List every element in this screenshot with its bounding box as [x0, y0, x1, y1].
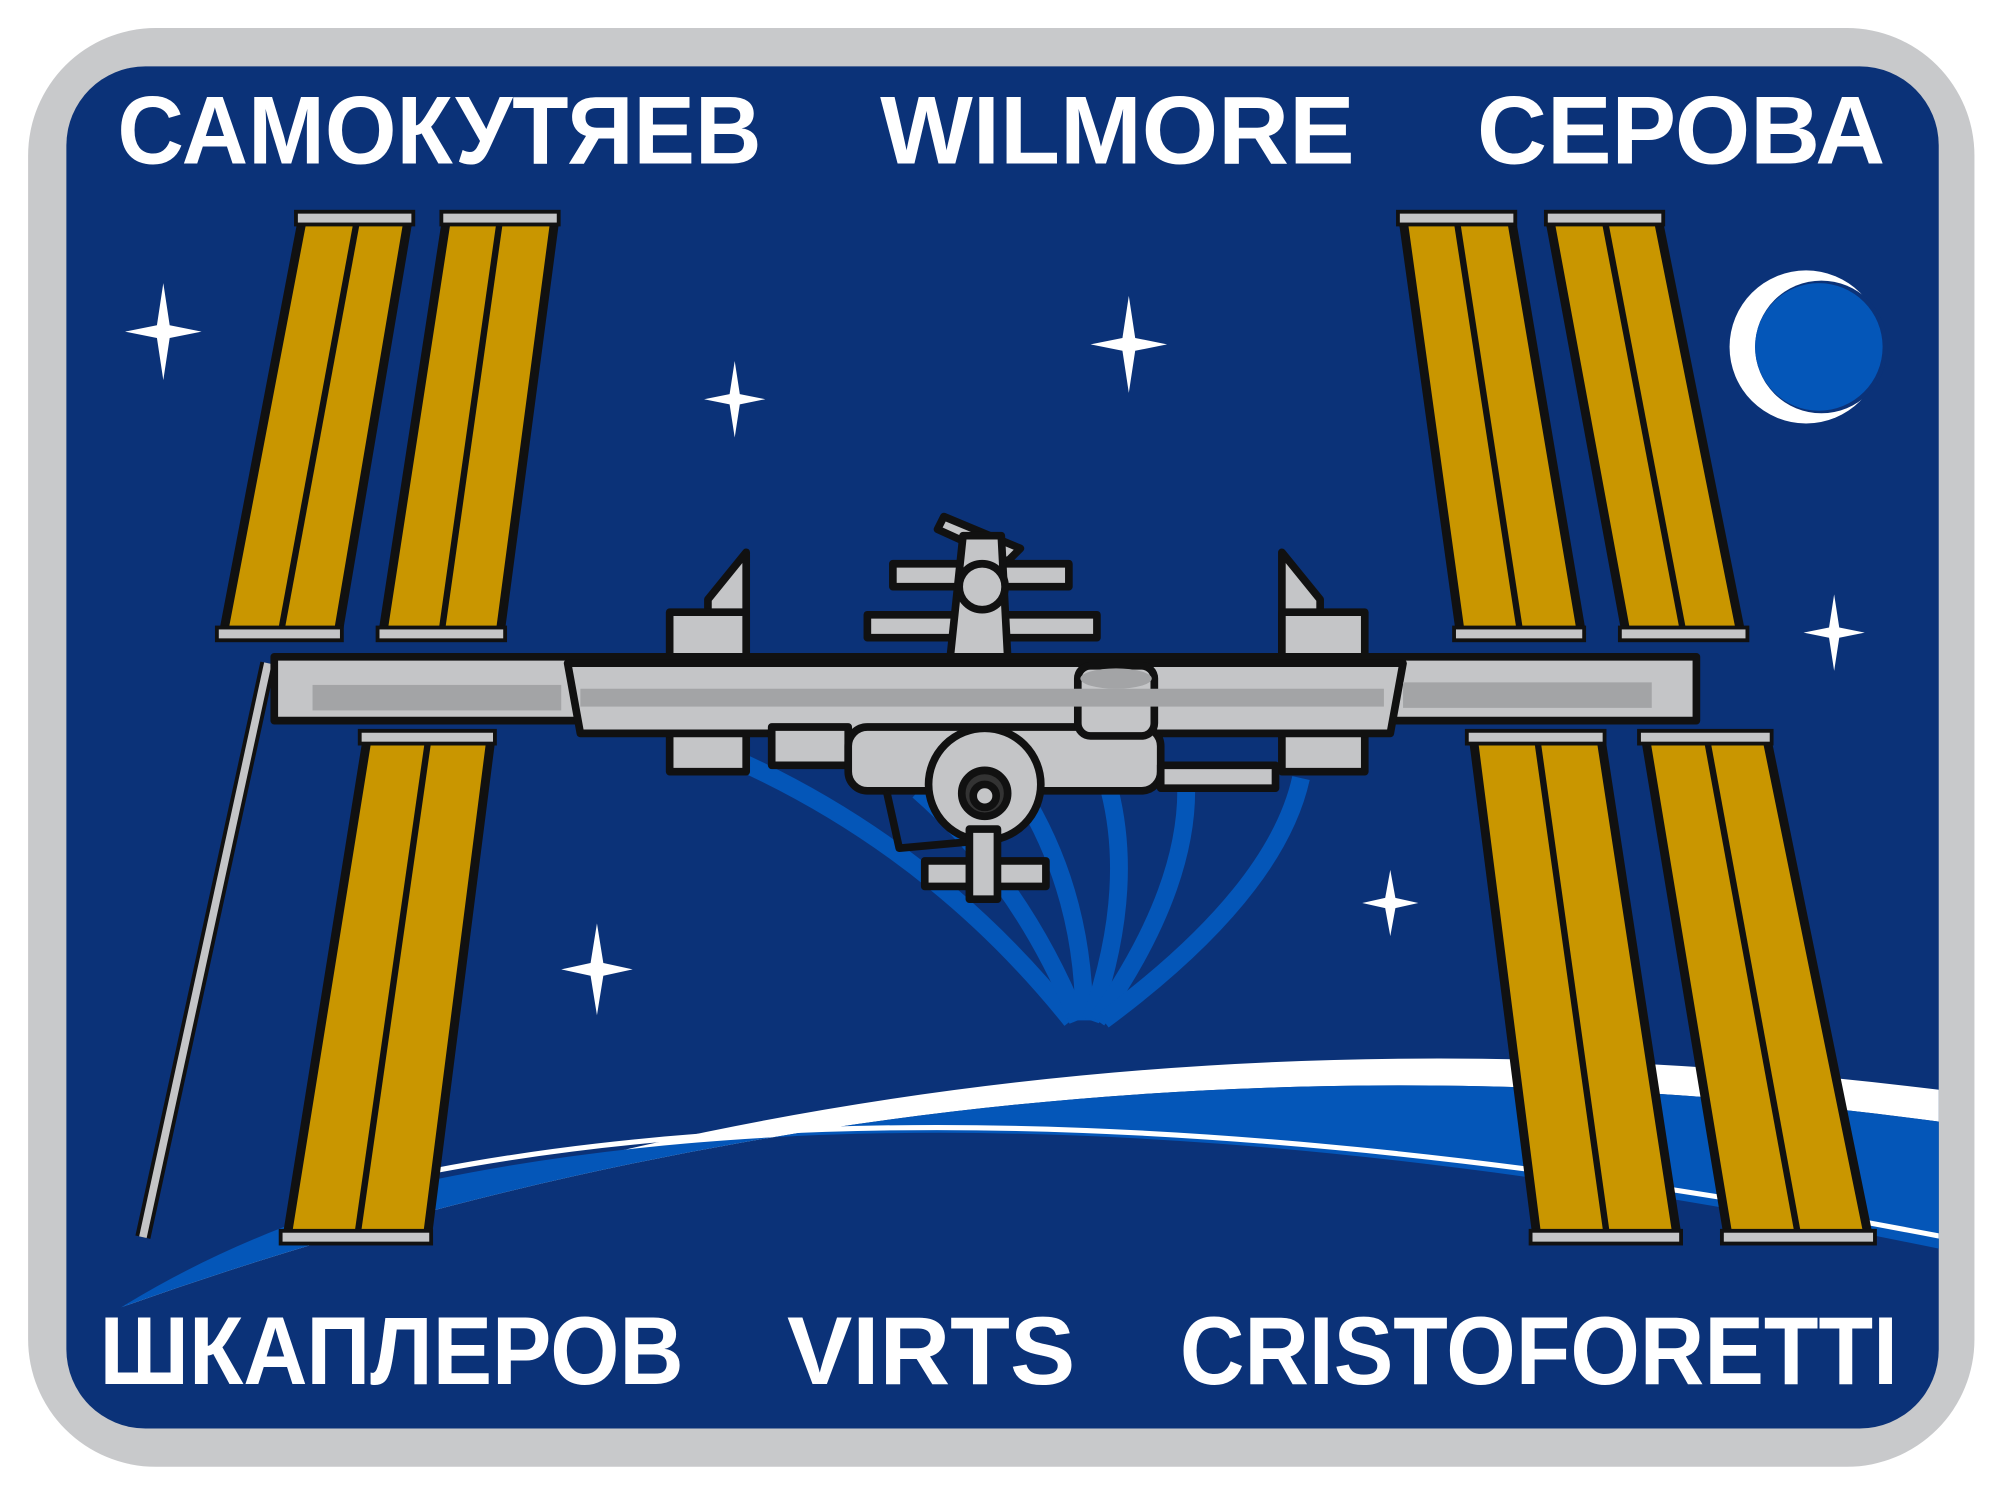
- star-icon: [1090, 295, 1168, 393]
- star-icon: [704, 360, 766, 438]
- star-icon: [125, 283, 202, 381]
- bottom-crew-names: ШКАПЛЕРОВ VIRTS CRISTOFORETTI: [100, 1296, 1898, 1405]
- light-rays: [685, 731, 1310, 1028]
- station-shading: [312, 668, 1652, 711]
- stars: [125, 283, 1865, 1016]
- array-end-bars: [214, 209, 1877, 1246]
- crew-name: CRISTOFORETTI: [1180, 1296, 1898, 1405]
- top-crew-names: САМОКУТЯЕВ WILMORE СЕРОВА: [117, 75, 1885, 184]
- moon-icon: [1729, 270, 1888, 424]
- earth-atmosphere-blue: [121, 1085, 1939, 1308]
- crew-name: ШКАПЛЕРОВ: [100, 1296, 684, 1405]
- crew-name: САМОКУТЯЕВ: [117, 75, 761, 184]
- star-icon: [1362, 869, 1419, 937]
- star-icon: [561, 923, 633, 1016]
- star-icon: [1803, 594, 1865, 671]
- crew-name: WILMORE: [880, 75, 1354, 184]
- crew-name: СЕРОВА: [1477, 75, 1885, 184]
- crew-name: VIRTS: [787, 1296, 1075, 1405]
- solar-arrays: [218, 214, 1874, 1242]
